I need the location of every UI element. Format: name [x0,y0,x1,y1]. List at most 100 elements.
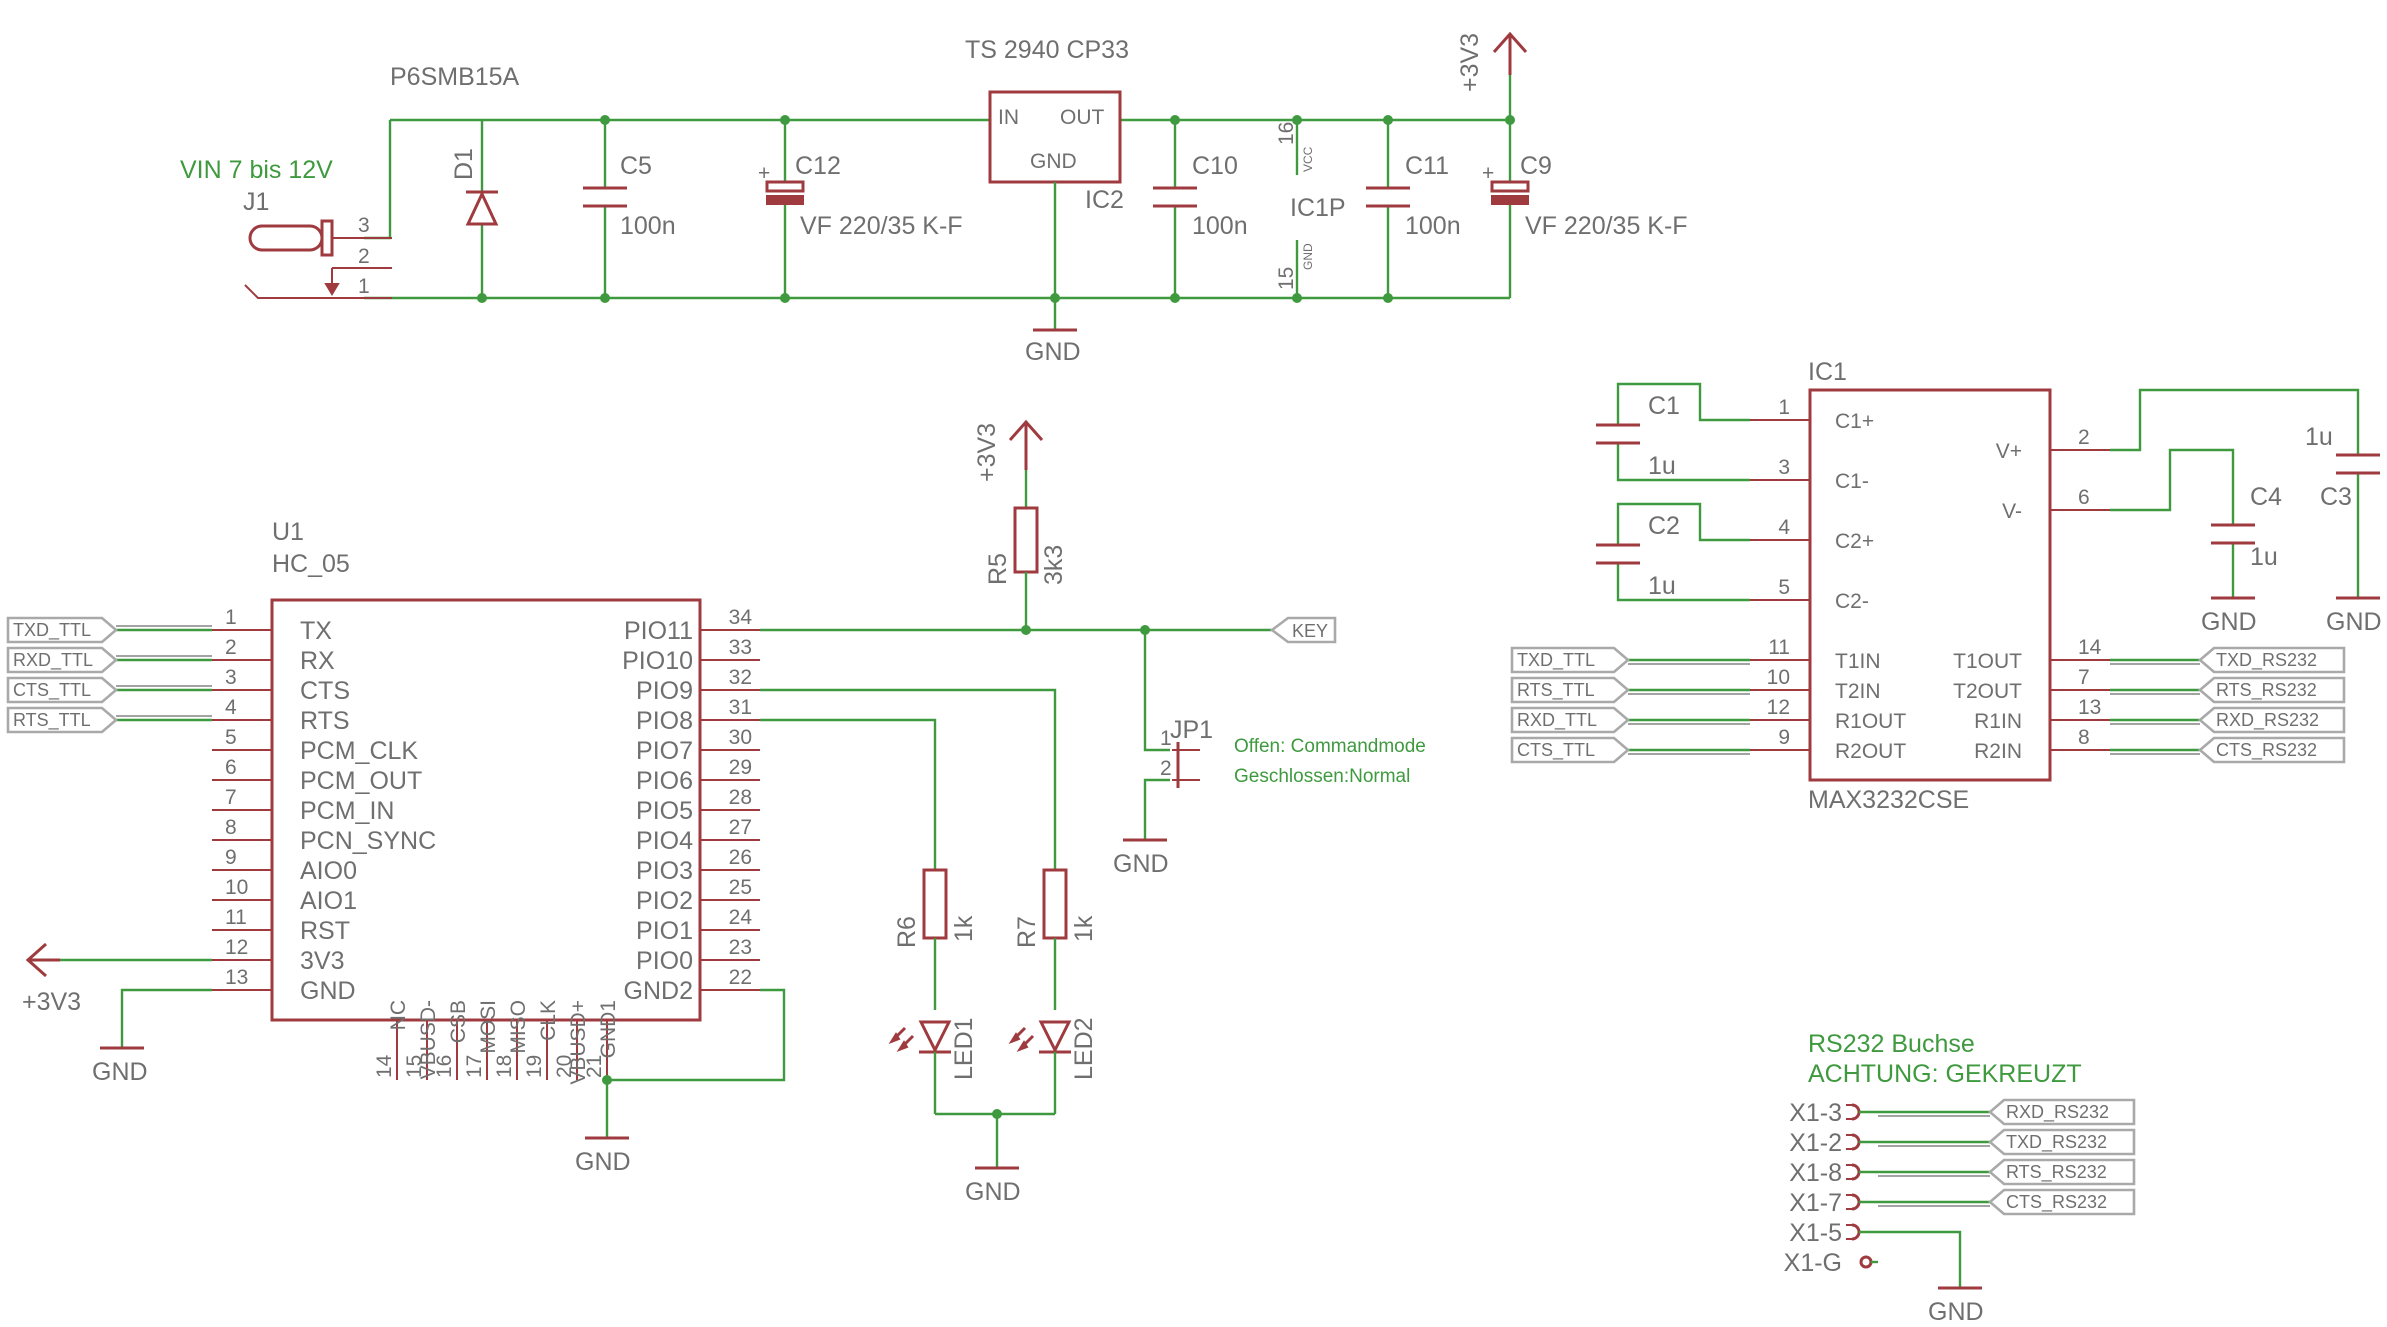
j1-name: J1 [243,188,269,216]
hc05-pin-name: PCM_OUT [300,767,422,795]
hc05-pin-num: 10 [225,876,248,899]
svg-text:C1: C1 [1648,392,1680,420]
signal-tag-flag [6,646,118,674]
svg-text:R7: R7 [1013,916,1041,948]
max3232-pin-num: 13 [2078,696,2101,719]
connector-title-2: ACHTUNG: GEKREUZT [1808,1060,2082,1088]
max3232-pin-name: R2IN [1974,740,2022,763]
key-led-section: +3V3 R5 3k3 KEY 1 2 JP1 Offen: Commandmo… [760,419,1426,1206]
svg-text:GND: GND [2326,608,2382,636]
hc05-pin-num: 2 [225,636,237,659]
hc05-pin-num: 26 [729,846,752,869]
ic1-name: IC1 [1808,358,1847,386]
svg-text:3k3: 3k3 [1040,545,1068,585]
hc05-pin-name: VBUSD+ [567,1000,590,1085]
svg-text:LED2: LED2 [1070,1017,1098,1080]
hc05-pin-num: 30 [729,726,752,749]
connector-signal-tag: RTS_RS232 [2006,1162,2107,1183]
svg-text:2: 2 [1160,757,1172,780]
max3232-pin-name: T1OUT [1953,650,2022,673]
max3232-pin-name: V- [2002,500,2022,523]
hc05-pin-name: PIO2 [636,887,693,915]
signal-tag: TXD_TTL [13,620,91,641]
max3232-pin-num: 8 [2078,726,2090,749]
hc05-pin-name: TX [300,617,332,645]
connector-pin-label: X1-7 [1789,1189,1842,1217]
capacitor-c3: 1u C3 GND [2110,388,2382,636]
hc05-pin-name: CLK [537,1000,560,1041]
svg-text:C5: C5 [620,152,652,180]
svg-text:1: 1 [1160,727,1172,750]
hc05-pin-num: 4 [225,696,237,719]
svg-text:JP1: JP1 [1170,716,1213,744]
max3232-pin-num: 2 [2078,426,2090,449]
hc05-pin-num: 11 [225,906,247,929]
dc-jack-j1: VIN 7 bis 12V J1 3 2 1 [180,156,392,299]
hc05-pin-name: PIO11 [624,617,693,645]
connector-pin-label: X1-G [1784,1249,1842,1277]
svg-text:GND: GND [2201,608,2257,636]
max3232-pin-name: T2OUT [1953,680,2022,703]
hc05-pin-num: 8 [225,816,237,839]
max3232-pin-num: 11 [1768,636,1790,659]
hc05-pin-name: VBUSD- [417,1000,440,1079]
hc05-pin-num: 17 [463,1055,486,1078]
hc05-pin-name: AIO1 [300,887,357,915]
hc05-pin-num: 1 [225,606,237,629]
d1-label: D1 [450,148,478,180]
electrolytic-capacitor-c9: + C9 VF 220/35 K-F [1482,120,1688,298]
hc05-pin-num: 28 [729,786,752,809]
hc05-pin-num: 15 [403,1055,426,1078]
hc05-pin-name: AIO0 [300,857,357,885]
svg-text:1k: 1k [1070,915,1098,942]
svg-text:+: + [758,162,770,185]
rs232-tag: CTS_RS232 [2216,740,2317,761]
svg-text:+3V3: +3V3 [1456,33,1484,92]
hc05-pin-num: 14 [373,1054,396,1078]
u1-value: HC_05 [272,550,350,578]
max3232-pin-num: 1 [1778,396,1790,419]
svg-text:VF 220/35 K-F: VF 220/35 K-F [800,212,963,240]
max3232-pin-num: 12 [1767,696,1790,719]
connector-pin-label: X1-3 [1789,1099,1842,1127]
svg-text:3: 3 [358,214,370,237]
ttl-tag-flag [1510,676,1630,704]
svg-text:KEY: KEY [1292,621,1328,641]
hc05-pin-name: GND [300,977,356,1005]
rs232-tag-flag [2198,736,2346,764]
hc05-pin-name: PIO3 [636,857,693,885]
svg-text:15: 15 [1275,267,1298,290]
max3232-pin-num: 9 [1778,726,1790,749]
hc05-pin-name: PIO1 [636,917,693,945]
max3232-pin-name: R1IN [1974,710,2022,733]
regulator-part-label: TS 2940 CP33 [965,36,1129,64]
capacitor-c1: C1 1u [1596,382,1750,482]
hc05-pin-name: RST [300,917,350,945]
signal-tag: RXD_TTL [13,650,93,671]
svg-text:IC1P: IC1P [1290,194,1346,222]
hc05-pin-name: PCM_IN [300,797,394,825]
ic2-name: IC2 [1085,186,1124,214]
svg-text:1u: 1u [1648,572,1676,600]
svg-text:GND: GND [1301,243,1315,270]
svg-text:+: + [1482,162,1494,185]
ttl-tag-flag [1510,736,1630,764]
hc05-pin-num: 34 [729,606,753,629]
hc05-pin-num: 25 [729,876,752,899]
svg-text:C2: C2 [1648,512,1680,540]
connector-signal-tag-flag [1988,1158,2136,1186]
hc05-pin-name: PIO5 [636,797,693,825]
hc05-pin-name: PIO4 [636,827,693,855]
connector-signal-tag: CTS_RS232 [2006,1192,2107,1213]
svg-text:1u: 1u [2305,423,2333,451]
svg-text:GND: GND [1113,850,1169,878]
hc05-pin-name: PIO0 [636,947,693,975]
svg-text:Geschlossen:Normal: Geschlossen:Normal [1234,766,1410,787]
svg-text:2: 2 [358,245,370,268]
hc05-pin-num: 22 [729,966,752,989]
max3232-pin-name: R1OUT [1835,710,1906,733]
max3232-pin-num: 5 [1778,576,1790,599]
